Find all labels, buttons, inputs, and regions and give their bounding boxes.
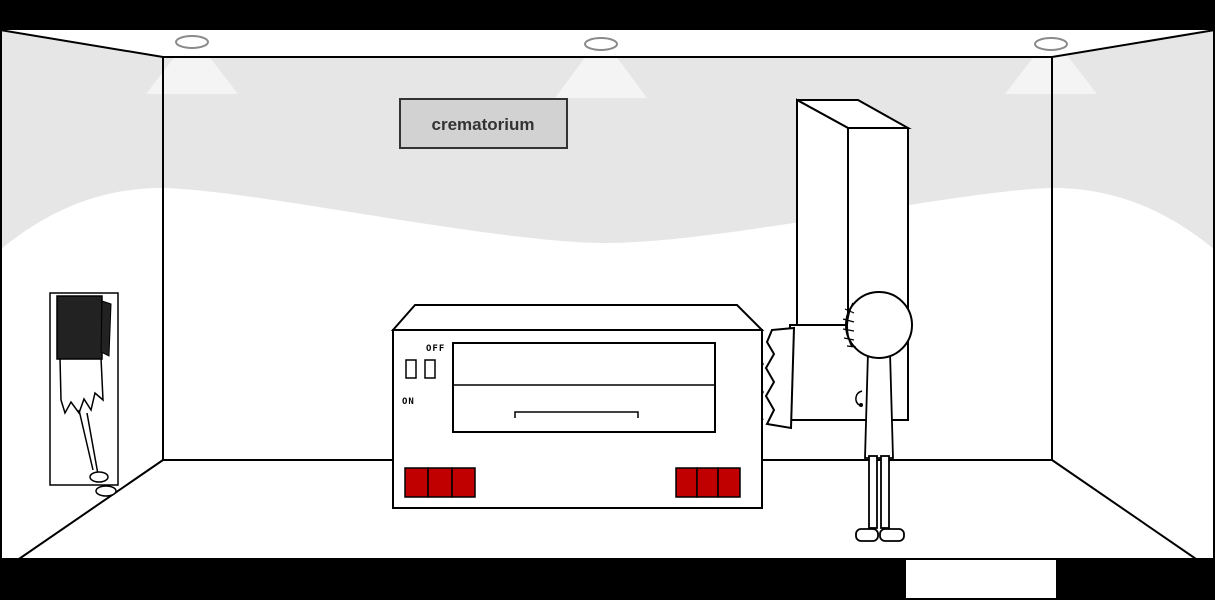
- light-cone-left: [146, 50, 238, 94]
- dark-box-edge: [100, 300, 112, 357]
- stitch-seam-icon: [846, 302, 854, 348]
- red-button-group-right: [675, 467, 741, 498]
- dark-box: [56, 295, 103, 360]
- character-right[interactable]: [842, 291, 913, 542]
- red-button[interactable]: [717, 467, 741, 498]
- character-left[interactable]: [56, 295, 117, 497]
- ceiling-band: [0, 0, 1215, 30]
- torn-garment: [59, 357, 104, 415]
- ceiling-light-icon: [584, 37, 618, 51]
- ceiling-light-icon: [175, 35, 209, 49]
- red-button[interactable]: [404, 467, 429, 498]
- red-button-group-left: [404, 467, 476, 498]
- chimney-left-face: [796, 98, 849, 326]
- ceiling-edge-line: [0, 29, 1215, 58]
- right-character-leg: [868, 455, 878, 529]
- switch-on-label: ON: [402, 397, 415, 407]
- red-button[interactable]: [451, 467, 476, 498]
- latch-icon[interactable]: [855, 390, 863, 406]
- red-button[interactable]: [675, 467, 698, 498]
- machine-top-face: [390, 304, 765, 331]
- sign-plate: [399, 98, 568, 149]
- right-floor-line: [1051, 459, 1215, 573]
- right-character-head: [845, 291, 913, 359]
- machine-switch-off[interactable]: [405, 359, 417, 379]
- latch-dot-icon[interactable]: [859, 403, 863, 407]
- light-cone-center: [555, 52, 647, 98]
- left-character-shoe: [89, 471, 109, 483]
- machine-switch-on[interactable]: [424, 359, 436, 379]
- broken-duct-piece: [764, 326, 796, 430]
- red-button[interactable]: [696, 467, 719, 498]
- oven-door-panel[interactable]: [452, 342, 716, 433]
- left-floor-line: [0, 459, 164, 573]
- right-character-leg: [880, 455, 890, 529]
- right-character-shoe: [855, 528, 879, 542]
- floor-opening[interactable]: [904, 558, 1058, 600]
- incinerator-machine: OFF ON: [390, 304, 765, 509]
- ceiling-light-icon: [1034, 37, 1068, 51]
- red-button[interactable]: [427, 467, 453, 498]
- switch-off-label: OFF: [426, 344, 445, 354]
- left-character-legs: [78, 409, 100, 481]
- wall-shading: [0, 30, 1215, 250]
- left-character-shoe: [95, 485, 117, 497]
- oven-door-handle[interactable]: [514, 411, 639, 418]
- right-character-shoe: [879, 528, 905, 542]
- sign-label: crematorium: [432, 115, 535, 134]
- crematorium-sign: crematorium: [399, 98, 568, 149]
- stitch-ticks-icon: [842, 308, 857, 348]
- right-character-torso: [864, 351, 894, 459]
